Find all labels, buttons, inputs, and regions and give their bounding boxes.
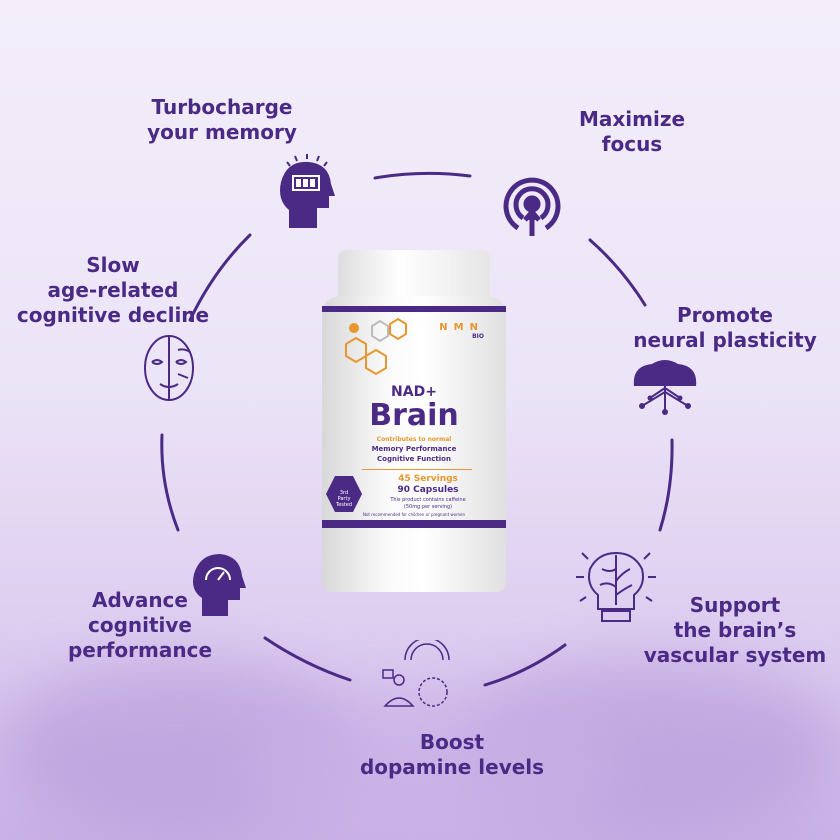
third-party-badge: 3rd Party Tested <box>326 476 362 512</box>
label-divider <box>362 469 472 470</box>
caffeine-amount: (50mg per serving) <box>403 504 453 510</box>
hexagon-pattern <box>345 317 407 376</box>
claim-memory: Memory Performance <box>371 445 457 453</box>
aging-face-icon <box>144 335 194 401</box>
target-arrow-icon <box>503 177 561 236</box>
claim-cognitive: Cognitive Function <box>377 455 451 463</box>
product-line: NAD+ <box>391 384 437 400</box>
brain-lightbulb-icon <box>576 551 656 622</box>
background-cloud <box>240 700 620 840</box>
capsules-text: 90 Capsules <box>397 485 459 495</box>
warning-text: Not recommended for children or pregnant… <box>362 512 466 517</box>
label-band-top <box>322 306 506 312</box>
meditation-dopamine-icon <box>382 640 450 707</box>
caffeine-text: This product contains caffeine <box>390 497 466 503</box>
product-name: Brain <box>369 398 459 433</box>
head-gauge-icon <box>193 554 246 616</box>
neural-brain-icon <box>633 360 697 415</box>
badge-text: 3rd Party Tested <box>335 490 353 508</box>
servings-text: 45 Servings <box>398 474 458 484</box>
head-battery-icon <box>280 154 335 228</box>
bottle-cap <box>338 250 490 300</box>
label-band-bottom <box>322 520 506 528</box>
contributes-text: Contributes to normal <box>376 436 452 443</box>
